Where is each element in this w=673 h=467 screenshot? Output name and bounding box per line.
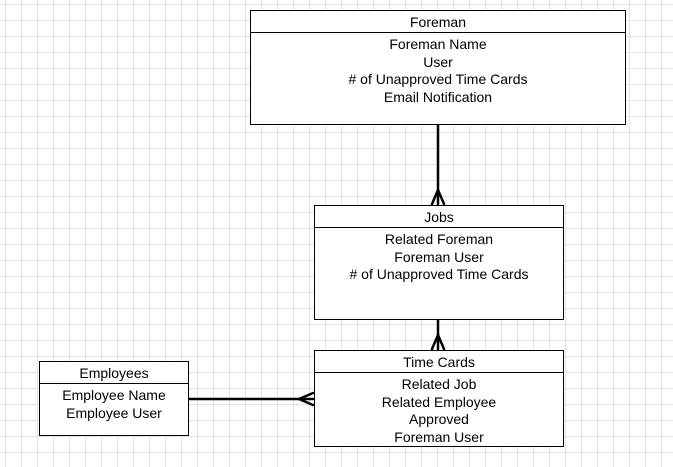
connector-employees-timecards[interactable] (187, 391, 315, 407)
entity-field: Employee Name (62, 387, 166, 403)
entity-employees-fields: Employee Name Employee User (40, 384, 188, 422)
entity-field: Employee User (66, 404, 162, 421)
entity-field: Related Job (401, 376, 477, 392)
connector-foreman-jobs[interactable] (430, 123, 446, 206)
entity-field: User (423, 53, 453, 70)
entity-field: Related Employee (381, 393, 497, 410)
entity-field: Approved (409, 411, 469, 427)
entity-employees-title: Employees (40, 362, 188, 384)
entity-field: Foreman Name (389, 36, 487, 52)
entity-foreman[interactable]: Foreman Foreman Name User # of Unapprove… (250, 10, 626, 125)
entity-field: Foreman User (394, 428, 484, 445)
entity-jobs[interactable]: Jobs Related Foreman Foreman User # of U… (314, 205, 564, 320)
entity-foreman-fields: Foreman Name User # of Unapproved Time C… (251, 33, 625, 106)
entity-time-cards-title: Time Cards (315, 351, 563, 373)
entity-foreman-title: Foreman (251, 11, 625, 33)
entity-jobs-fields: Related Foreman Foreman User # of Unappr… (315, 228, 563, 284)
connector-jobs-timecards[interactable] (430, 318, 446, 351)
entity-field: Email Notification (383, 88, 493, 105)
entity-field: Foreman User (394, 248, 484, 265)
entity-employees[interactable]: Employees Employee Name Employee User (39, 361, 189, 436)
entity-time-cards[interactable]: Time Cards Related Job Related Employee … (314, 350, 564, 447)
entity-field: # of Unapproved Time Cards (349, 266, 529, 282)
entity-field: # of Unapproved Time Cards (348, 71, 528, 87)
entity-time-cards-fields: Related Job Related Employee Approved Fo… (315, 373, 563, 446)
entity-field: Related Foreman (384, 231, 494, 247)
entity-jobs-title: Jobs (315, 206, 563, 228)
